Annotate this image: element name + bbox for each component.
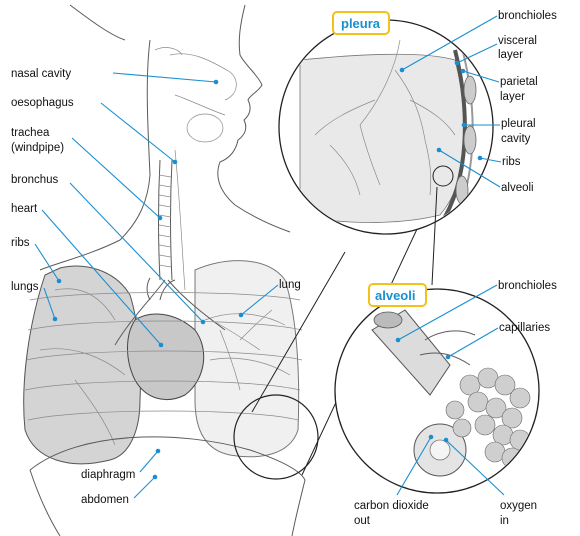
label-oxygen-in: in [500, 515, 509, 527]
dot-ribs-right [477, 155, 483, 161]
label-trachea: trachea [11, 127, 50, 139]
label-oxygen: oxygen [500, 500, 537, 512]
lung-zoom-circle [233, 394, 319, 480]
leader-oesophagus [100, 102, 176, 163]
leader-bronchioles-top [401, 15, 498, 71]
label-heart: heart [11, 203, 38, 215]
dot-bronchioles-top [399, 67, 405, 73]
leader-nasal-cavity [112, 72, 217, 83]
leader-trachea [71, 137, 161, 219]
label-bronchioles-bottom: bronchioles [498, 280, 557, 292]
label-nasal-cavity: nasal cavity [11, 68, 71, 80]
label-ribs-right: ribs [502, 156, 521, 168]
label-carbon-dioxide: carbon dioxide [354, 500, 429, 512]
alveoli-title-text: alveoli [375, 288, 415, 303]
leader-bronchioles-bottom [397, 284, 498, 341]
dot-oxygen [443, 437, 449, 443]
pleura-circle [278, 19, 494, 235]
zoom-line-pleura-1 [251, 251, 346, 413]
body-illustration [23, 4, 306, 536]
label-alveoli: alveoli [501, 182, 534, 194]
label-visceral: visceral [498, 35, 537, 47]
dot-bronchioles-bottom [395, 337, 401, 343]
pleura-title-text: pleura [341, 16, 381, 31]
label-oesophagus: oesophagus [11, 97, 74, 109]
label-ribs-left: ribs [11, 237, 30, 249]
dot-diaphragm [155, 448, 161, 454]
pleura-title: pleura [332, 11, 390, 35]
dot-oesophagus [172, 159, 178, 165]
leader-ribs-right [479, 157, 502, 163]
leader-carbon-dioxide [396, 436, 432, 496]
dot-lungs [52, 316, 58, 322]
dot-visceral [454, 60, 460, 66]
label-pleural-cavity: cavity [501, 133, 531, 145]
leader-visceral [456, 43, 498, 64]
leader-lung [240, 284, 279, 316]
label-bronchus: bronchus [11, 174, 59, 186]
label-pleural: pleural [501, 118, 536, 130]
dot-pleural [461, 122, 467, 128]
label-visceral-layer: layer [498, 49, 523, 61]
leader-parietal [462, 70, 500, 83]
dot-abdomen [152, 474, 158, 480]
label-parietal-layer: layer [500, 91, 525, 103]
label-bronchioles-top: bronchioles [498, 10, 557, 22]
label-lung: lung [279, 279, 301, 291]
label-capillaries: capillaries [499, 322, 550, 334]
leader-capillaries [447, 327, 499, 358]
leader-bronchus [69, 182, 204, 323]
dot-carbon-dioxide [428, 434, 434, 440]
leader-diaphragm [139, 450, 159, 473]
dot-heart [158, 342, 164, 348]
dot-capillaries [445, 354, 451, 360]
dot-lung [238, 312, 244, 318]
label-lungs: lungs [11, 281, 39, 293]
leader-oxygen [445, 439, 505, 496]
alveoli-circle [334, 288, 540, 494]
dot-alveoli [436, 147, 442, 153]
label-co2-out: out [354, 515, 371, 527]
dot-trachea [157, 215, 163, 221]
leader-alveoli [438, 149, 501, 188]
dot-parietal [460, 68, 466, 74]
leader-ribs-left [34, 243, 60, 282]
label-diaphragm: diaphragm [81, 469, 135, 481]
leader-abdomen [133, 476, 156, 499]
label-trachea-windpipe: (windpipe) [11, 142, 64, 154]
label-abdomen: abdomen [81, 494, 129, 506]
dot-nasal-cavity [213, 79, 219, 85]
leader-heart [41, 209, 162, 346]
label-parietal: parietal [500, 76, 538, 88]
dot-ribs-left [56, 278, 62, 284]
alveoli-title: alveoli [368, 283, 427, 307]
zoom-line-alveoli [431, 186, 438, 286]
leader-lungs [43, 287, 56, 320]
dot-bronchus [200, 319, 206, 325]
